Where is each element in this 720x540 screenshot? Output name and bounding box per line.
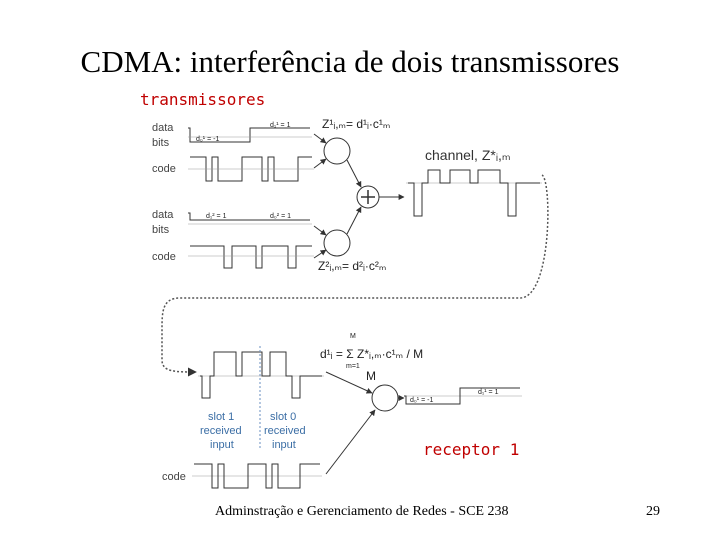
channel-waveform [406, 169, 542, 217]
sender1-bits-label: bits [152, 137, 170, 149]
sender1-bit0: d₀¹ = -1 [196, 136, 219, 143]
channel-to-receiver-link [161, 174, 549, 377]
page-number: 29 [646, 504, 660, 519]
slot0-label-line3: input [272, 439, 296, 451]
receiver-code-waveform [192, 463, 322, 489]
sender2-bit0: d₁² = 1 [206, 213, 227, 220]
slot1-label-line1: slot 1 [208, 411, 234, 423]
slot1-label-line3: input [210, 439, 234, 451]
receiver-label: receptor 1 [423, 440, 520, 459]
sender2-formula: Z²ᵢ,ₘ= d²ᵢ·c²ₘ [318, 259, 386, 273]
sender1-code-waveform [188, 156, 314, 182]
decoder-denominator: M [366, 369, 376, 383]
sender2-code-waveform [188, 245, 314, 269]
slide-title: CDMA: interferência de dois transmissore… [80, 44, 620, 79]
channel-label: channel, Z*ᵢ,ₘ [425, 147, 511, 163]
senders-label: transmissores [140, 90, 266, 109]
decoder-formula: d¹ᵢ = Σ Z*ᵢ,ₘ·c¹ₘ / M [320, 347, 423, 361]
slide-footer: Adminstração e Gerenciamento de Redes - … [215, 504, 509, 519]
sender1-data-label: data [152, 122, 174, 134]
sender1-bit1: d₁¹ = 1 [270, 122, 291, 129]
receiver-code-label: code [162, 471, 186, 483]
received-input-waveform [198, 346, 324, 450]
receiver-output-waveform [404, 387, 522, 405]
sender1-data-waveform [188, 127, 312, 143]
slot1-label-line2: received [200, 425, 242, 437]
multiplier-circle-icon [323, 137, 351, 165]
sender2-bit1: d₀² = 1 [270, 213, 291, 220]
decoder-sum-bottom: m=1 [346, 363, 360, 370]
output-bit0: d₀¹ = -1 [410, 397, 433, 404]
slot0-label-line1: slot 0 [270, 411, 296, 423]
sender2-data-waveform [188, 212, 312, 225]
multiplier-circle-icon [323, 229, 351, 257]
multiplier-circle-icon [371, 384, 399, 412]
decoder-sum-top: M [350, 333, 356, 340]
sender1-formula: Z¹ᵢ,ₘ= d¹ᵢ·c¹ₘ [322, 117, 390, 131]
sender2-data-label: data [152, 209, 174, 221]
sender1-code-label: code [152, 163, 176, 175]
sender2-bits-label: bits [152, 224, 170, 236]
slot0-label-line2: received [264, 425, 306, 437]
output-bit1: d₁¹ = 1 [478, 389, 499, 396]
sender2-code-label: code [152, 251, 176, 263]
